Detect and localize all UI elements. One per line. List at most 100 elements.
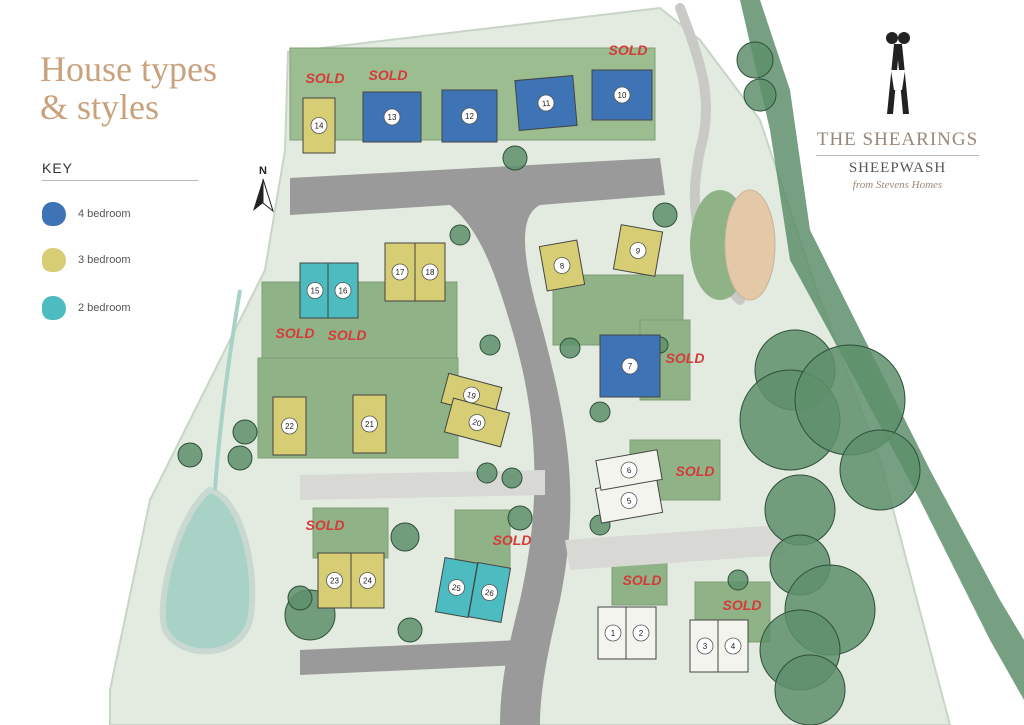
development-name: THE SHEARINGS — [816, 129, 979, 150]
plot-number: 23 — [330, 577, 339, 586]
tree-icon — [476, 462, 498, 484]
plot-number-badge — [724, 637, 742, 655]
plot-1[interactable]: 1 — [597, 606, 629, 660]
brand-divider — [816, 155, 979, 156]
sold-label: SOLD — [609, 42, 648, 58]
tree-icon — [589, 401, 611, 423]
plot-number-badge — [632, 624, 650, 642]
developer-credit: from Stevens Homes — [852, 179, 943, 191]
plot-21[interactable]: 21 — [352, 394, 387, 454]
plot-number: 26 — [484, 588, 495, 599]
plot-6[interactable]: 6 — [595, 449, 663, 491]
tree-icon — [559, 337, 581, 359]
garden-area — [312, 507, 389, 559]
plot-number: 25 — [451, 583, 462, 594]
sold-label: SOLD — [493, 532, 532, 548]
key-item-3-bedroom: 3 bedroom — [42, 248, 131, 272]
tree-icon — [449, 224, 471, 246]
plot-10[interactable]: 10 — [591, 69, 653, 121]
key-title: KEY — [42, 160, 74, 176]
tree-icon — [177, 442, 203, 468]
plot-number-badge — [359, 572, 376, 589]
plot-number: 14 — [315, 122, 324, 131]
plot-12[interactable]: 12 — [441, 89, 498, 143]
side-road — [565, 525, 785, 570]
sold-label: SOLD — [666, 350, 705, 366]
shears-logo-icon — [885, 32, 910, 114]
plot-number-badge — [537, 94, 555, 112]
plot-9[interactable]: 9 — [612, 224, 664, 277]
plot-15[interactable]: 15 — [299, 262, 331, 319]
plot-number: 20 — [471, 417, 482, 428]
plot-5[interactable]: 5 — [594, 477, 664, 524]
plot-number: 17 — [396, 268, 405, 277]
plot-number-badge — [306, 282, 324, 299]
plot-number: 10 — [618, 91, 627, 100]
swatch-3-bedroom — [42, 248, 66, 272]
plot-number: 11 — [542, 99, 552, 109]
tree-icon — [232, 419, 258, 445]
plot-13[interactable]: 13 — [362, 91, 422, 143]
garden-area — [552, 274, 684, 346]
page-heading: House types & styles — [40, 50, 217, 126]
plot-3[interactable]: 3 — [689, 619, 721, 673]
plot-number-badge — [620, 492, 638, 509]
plot-number: 7 — [628, 362, 633, 371]
plot-20[interactable]: 20 — [443, 397, 511, 448]
plot-number-badge — [326, 572, 343, 589]
plot-22[interactable]: 22 — [272, 396, 307, 456]
plot-14[interactable]: 14 — [302, 97, 336, 154]
plot-8[interactable]: 8 — [538, 239, 586, 292]
plot-18[interactable]: 18 — [414, 242, 446, 302]
plot-4[interactable]: 4 — [717, 619, 749, 673]
plot-17[interactable]: 17 — [384, 242, 416, 302]
plot-number-badge — [468, 414, 486, 431]
tree-icon — [839, 429, 921, 511]
garden-area — [454, 509, 511, 571]
plot-number: 24 — [363, 577, 372, 586]
tree-icon — [507, 505, 533, 531]
tree-icon — [736, 41, 774, 79]
plot-number-badge — [334, 282, 352, 299]
plot-2[interactable]: 2 — [625, 606, 657, 660]
tree-icon — [502, 145, 528, 171]
plot-number-badge — [620, 461, 638, 479]
plot-number-badge — [461, 107, 478, 125]
plot-11[interactable]: 11 — [514, 75, 578, 131]
plot-number: 2 — [639, 629, 644, 638]
plot-number-badge — [391, 263, 409, 281]
tree-icon — [390, 522, 420, 552]
plot-26[interactable]: 26 — [467, 561, 512, 624]
plot-number-badge — [604, 624, 622, 642]
key-label: 2 bedroom — [78, 302, 131, 314]
plot-number: 22 — [285, 422, 294, 431]
key-label: 4 bedroom — [78, 208, 131, 220]
plot-number-badge — [361, 415, 378, 433]
plot-25[interactable]: 25 — [434, 556, 479, 619]
plot-7[interactable]: 7 — [599, 334, 661, 398]
tree-icon — [501, 467, 523, 489]
key-label: 3 bedroom — [78, 254, 131, 266]
plot-number: 18 — [426, 268, 435, 277]
heading-line-1: House types — [40, 49, 217, 89]
plot-number: 16 — [339, 287, 348, 296]
key-divider — [42, 180, 198, 181]
north-arrow: N — [249, 165, 277, 218]
tree-icon — [397, 617, 423, 643]
plot-number: 12 — [465, 112, 474, 121]
sold-label: SOLD — [306, 70, 345, 86]
brand-block: THE SHEARINGS SHEEPWASH from Stevens Hom… — [810, 30, 985, 191]
plot-24[interactable]: 24 — [350, 552, 385, 609]
key-item-2-bedroom: 2 bedroom — [42, 296, 131, 320]
development-location: SHEEPWASH — [848, 160, 947, 176]
plot-number: 15 — [311, 287, 320, 296]
plot-number-badge — [281, 417, 298, 435]
sold-label: SOLD — [723, 597, 762, 613]
plot-16[interactable]: 16 — [327, 262, 359, 319]
plot-number: 6 — [626, 466, 632, 476]
plot-23[interactable]: 23 — [317, 552, 352, 609]
eastern-tree-belt — [740, 0, 1024, 700]
lower-road — [300, 640, 520, 675]
